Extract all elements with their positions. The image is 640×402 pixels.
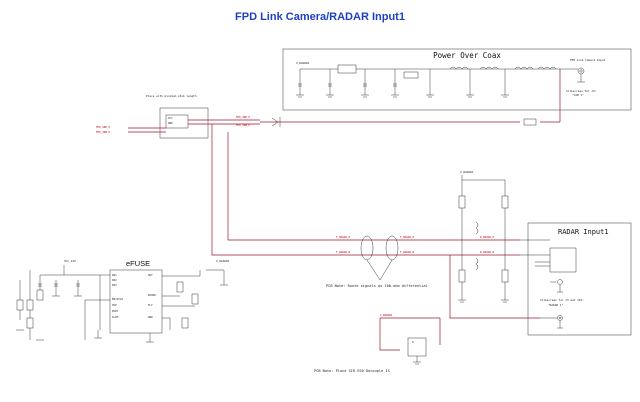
page-title: FPD Link Camera/RADAR Input1	[235, 11, 405, 23]
fpd-net-n: FPD_INN_P	[236, 123, 250, 127]
poc-connector-title: FPD Link Camera Input	[570, 58, 606, 62]
svg-text:GND: GND	[168, 121, 173, 125]
radar-termination: V_RADAR1	[458, 170, 509, 303]
svg-text:VCC: VCC	[168, 116, 173, 120]
poc-components	[296, 64, 557, 98]
efuse-title: eFUSE	[126, 259, 150, 268]
svg-text:FLT: FLT	[148, 303, 153, 307]
rdr-net-n: R_RADAR_N	[480, 250, 494, 254]
svg-text:EN/UVLO: EN/UVLO	[112, 297, 123, 301]
efuse-vin-label: VCC_12V	[64, 259, 76, 263]
differential-section: F_RADAR_P F_RADAR_N F_RADAR_P F_RADAR_N …	[326, 235, 520, 288]
esd-note: PCB Note: Place SIR ESD Decouple IS	[314, 369, 390, 373]
efuse-block: eFUSE IN1 IN2 IN3 EN/UVLO OVP DVDT ILIM …	[16, 259, 230, 343]
diff-net-n2: F_RADAR_N	[400, 250, 414, 254]
power-over-coax-block: Power Over Coax FPD Link Camera Input V_…	[282, 48, 632, 111]
radar-silkscreen: Silkscreen for J3 and J22:	[540, 298, 584, 302]
radar-border	[527, 222, 632, 336]
svg-text:OUT: OUT	[148, 273, 153, 277]
fpd-in-neg: FPD_INN_P	[96, 130, 110, 134]
pcb-note-diff: PCB Note: Route signals as 100-ohm diffe…	[326, 284, 428, 288]
fpd-input-wires: FPD_INP_P FPD_INN_P FPD_INP_P FPD_INN_P	[96, 69, 561, 256]
svg-text:IN2: IN2	[112, 278, 117, 282]
diff-net-p: F_RADAR_P	[336, 235, 350, 239]
radar-silkscreen-text: "RADAR 1"	[548, 303, 563, 307]
poc-border	[282, 48, 632, 111]
stub-note: Place with minimum stub length	[146, 94, 197, 98]
fpd-net-p: FPD_INP_P	[236, 115, 250, 119]
svg-text:U: U	[412, 340, 414, 344]
poc-silkscreen: Silkscreen for J4:	[566, 89, 597, 93]
esd-section: U V_RADAR1 PCB Note: Place SIR ESD Decou…	[314, 313, 441, 373]
stub-border	[159, 107, 209, 139]
poc-vin-label: V_RADAR1	[296, 61, 310, 65]
svg-text:IN3: IN3	[112, 283, 117, 287]
radar-input-block: RADAR Input1 Silkscreen for J3 and J22: …	[449, 222, 632, 336]
stub-block: Place with minimum stub length VCC GND	[146, 94, 209, 139]
efuse-vout-label: V_RADAR1	[216, 259, 230, 263]
svg-text:ILIM: ILIM	[112, 315, 119, 319]
radar-vbias-label: V_RADAR1	[460, 170, 474, 174]
svg-text:OVP: OVP	[112, 303, 117, 307]
poc-title: Power Over Coax	[433, 51, 501, 60]
diff-net-p2: F_RADAR_P	[400, 235, 414, 239]
svg-text:DVDT: DVDT	[112, 309, 119, 313]
fpd-in-pos: FPD_INP_P	[96, 125, 110, 129]
radar-title: RADAR Input1	[558, 228, 609, 236]
rdr-net-p: R_RADAR_P	[480, 235, 494, 239]
svg-text:GND: GND	[148, 315, 153, 319]
esd-net-label: V_RADAR1	[380, 313, 393, 317]
diff-net-n: F_RADAR_N	[336, 250, 350, 254]
svg-text:PGOOD: PGOOD	[148, 293, 156, 297]
cam-connector	[560, 67, 585, 83]
svg-text:IN1: IN1	[112, 273, 117, 277]
efuse-ic	[109, 269, 163, 334]
poc-silkscreen-text: "CAM 1"	[572, 93, 584, 97]
